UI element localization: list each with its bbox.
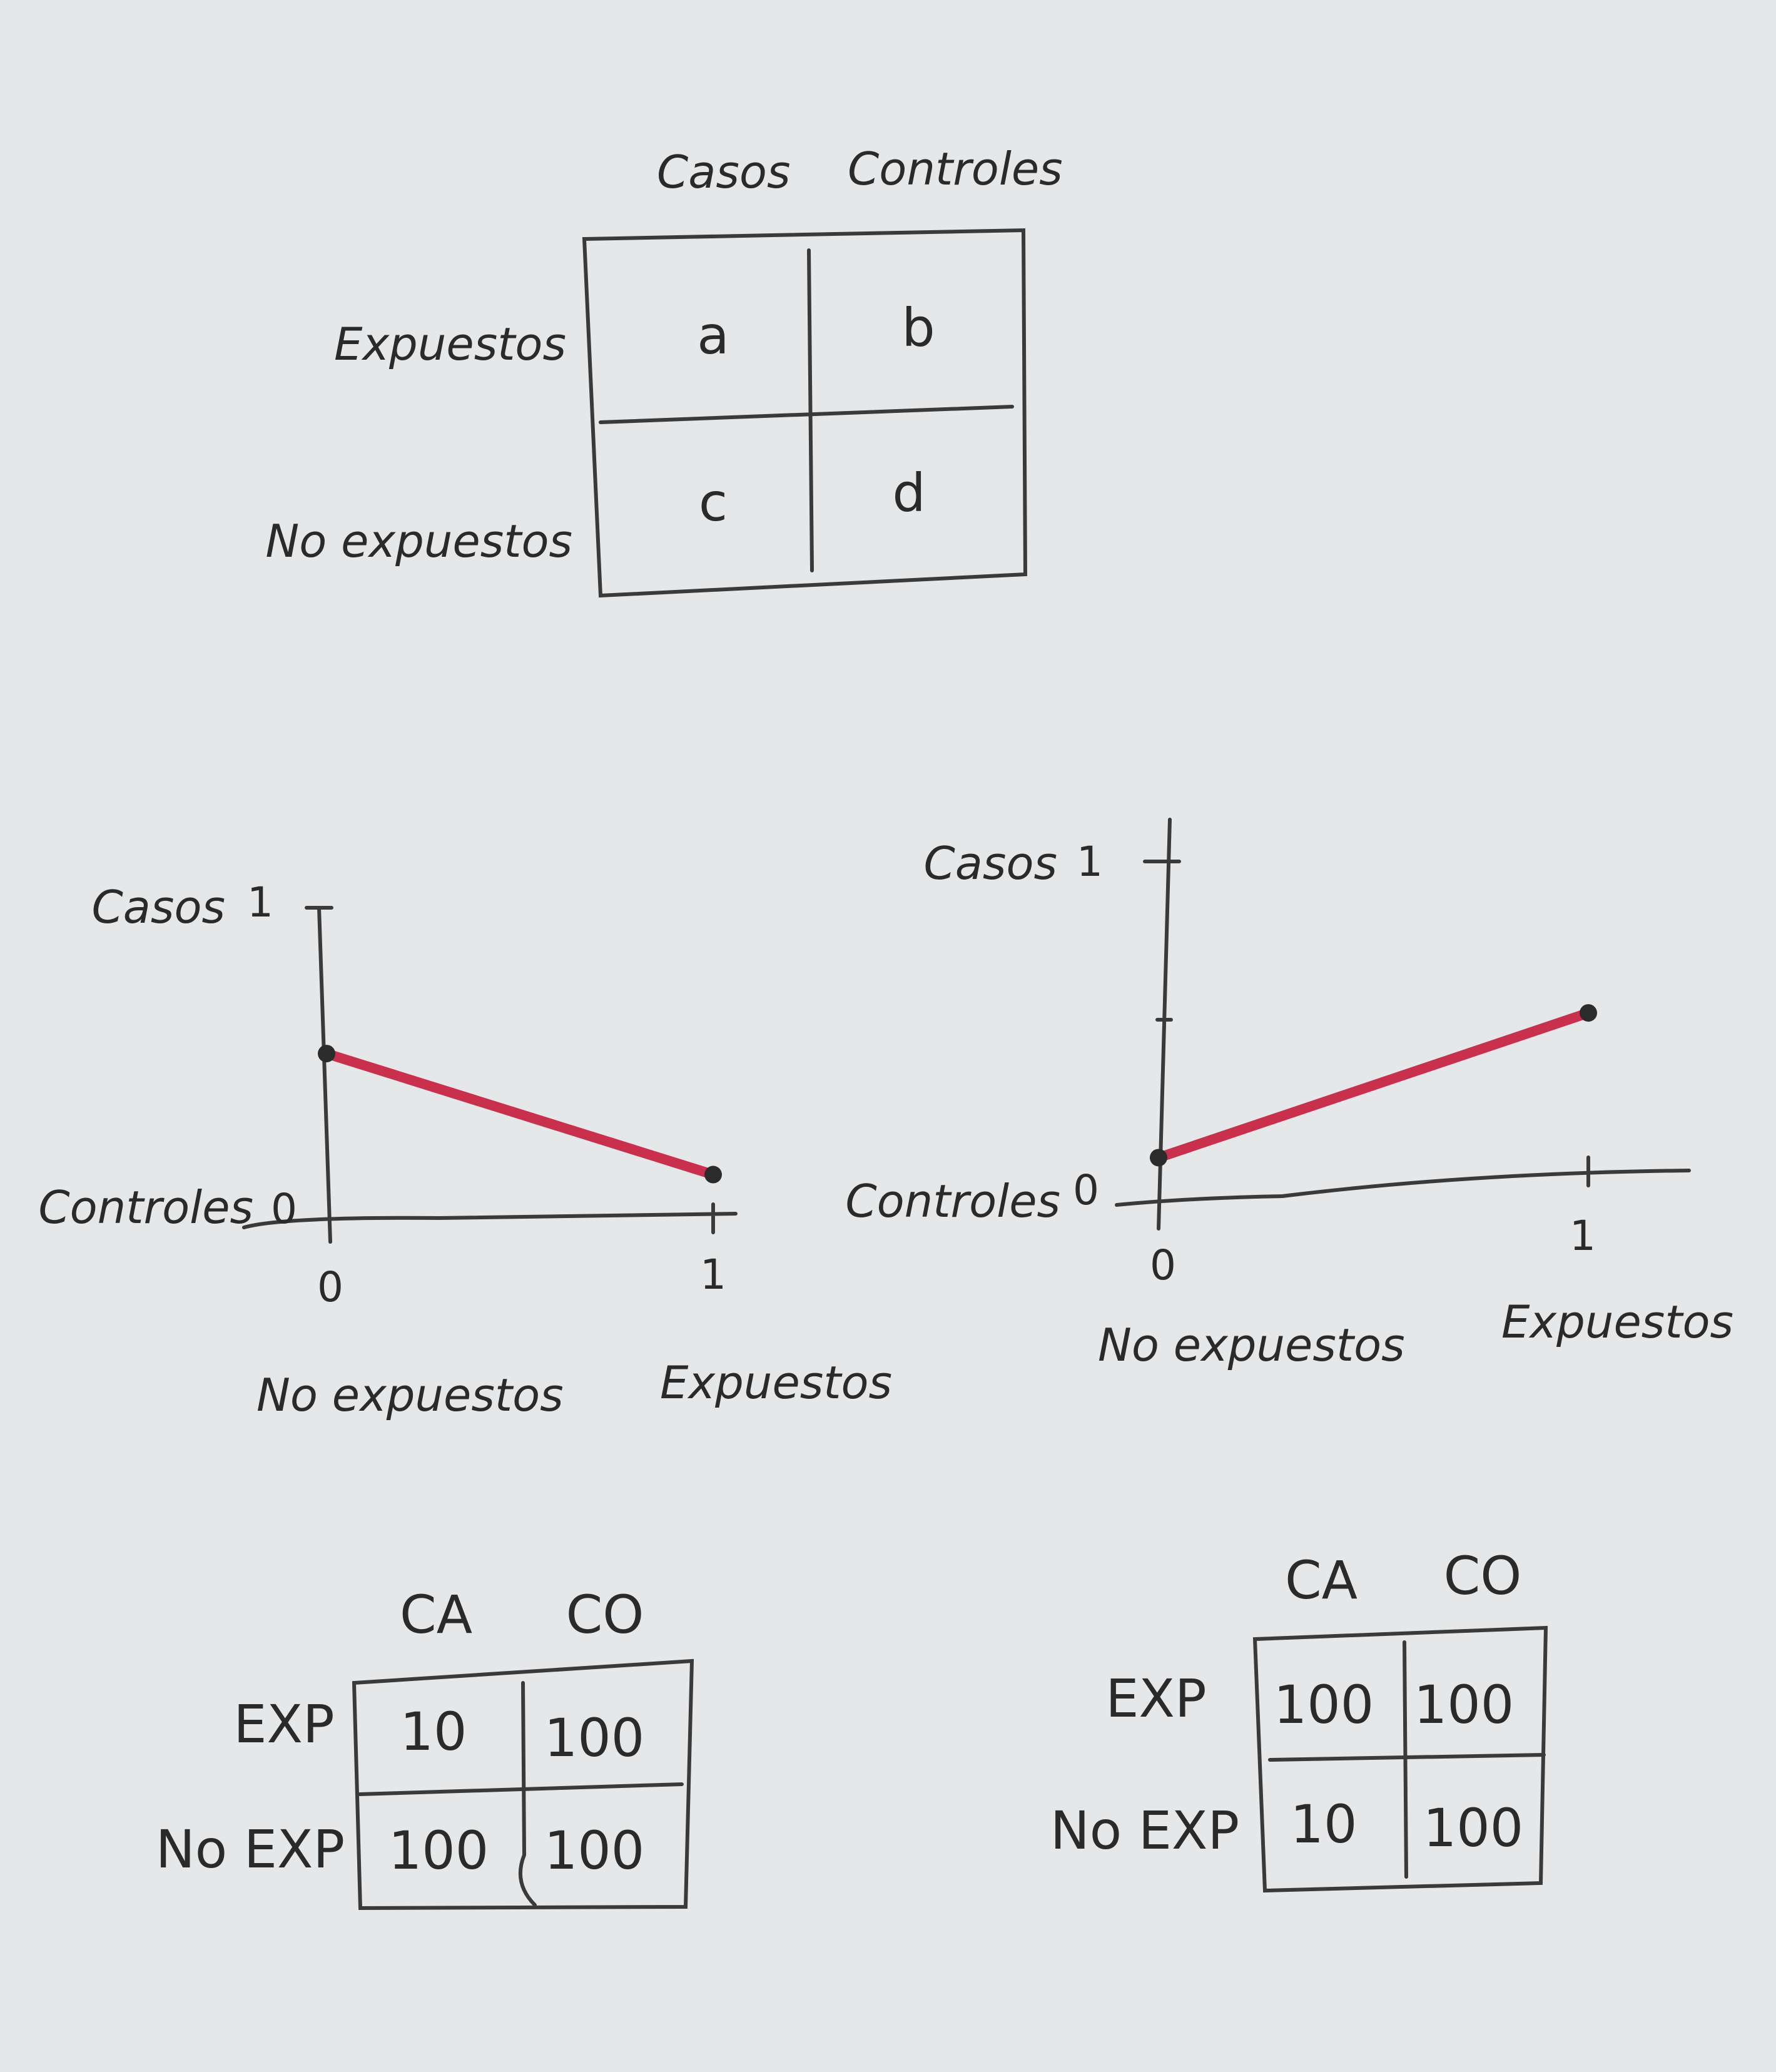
y-axis-label-top: Casos: [92, 881, 225, 933]
table-border: [352, 1658, 694, 1911]
table-border: [582, 228, 1028, 598]
table-cell: 100: [544, 1820, 644, 1881]
y-tick-label: 1: [1077, 838, 1103, 886]
data-line: [322, 1049, 718, 1180]
table-divider-horizontal: [1268, 1753, 1546, 1762]
row-header: No expuestos: [265, 515, 572, 567]
y-axis: [305, 906, 333, 1244]
table-divider-vertical: [518, 1681, 537, 1907]
x-tick-label: 1: [1570, 1212, 1596, 1260]
x-axis: [1115, 1155, 1691, 1207]
table-cell: b: [901, 297, 935, 358]
table-cell: 10: [400, 1701, 467, 1762]
column-header: CO: [1444, 1545, 1522, 1607]
table-cell: a: [697, 305, 729, 366]
column-header: CA: [400, 1584, 472, 1645]
table-divider-vertical: [807, 248, 814, 572]
table-cell: 100: [544, 1707, 644, 1769]
table-divider-vertical: [1403, 1640, 1408, 1879]
table-right: CA CO EXP No EXP 100 100 10 100: [1050, 1545, 1548, 1893]
x-tick-label: 0: [317, 1263, 343, 1311]
table-border: [1252, 1625, 1548, 1893]
data-point: [318, 1045, 335, 1063]
y-tick-label: 0: [1073, 1166, 1099, 1214]
x-category-label: Expuestos: [660, 1356, 892, 1409]
data-point: [1150, 1149, 1167, 1167]
row-header: Expuestos: [334, 318, 566, 370]
chart-left: Casos 1 Controles 0 0 1 No expuestos Exp…: [38, 878, 892, 1421]
row-header: No EXP: [1050, 1800, 1239, 1861]
y-axis-label-top: Casos: [924, 837, 1057, 890]
column-header: Controles: [848, 143, 1063, 195]
data-line: [1154, 1008, 1593, 1163]
table-cell: 100: [1274, 1674, 1374, 1735]
table-divider-horizontal: [599, 405, 1014, 424]
chart-right: Casos 1 Controles 0 0 1 No expuestos Exp…: [845, 818, 1733, 1371]
table-cell: 10: [1291, 1794, 1357, 1855]
column-header: CA: [1285, 1550, 1357, 1611]
x-category-label: No expuestos: [1098, 1319, 1405, 1371]
y-axis-label-bottom: Controles: [38, 1181, 253, 1234]
data-point: [1580, 1004, 1597, 1022]
table-cell: 100: [1414, 1674, 1514, 1735]
row-header: No EXP: [156, 1819, 345, 1880]
x-category-label: Expuestos: [1501, 1296, 1733, 1348]
column-header: Casos: [657, 146, 790, 198]
table-cell: 100: [1423, 1797, 1523, 1859]
contingency-table: Casos Controles Expuestos No expuestos a…: [265, 143, 1063, 598]
row-header: EXP: [233, 1694, 334, 1755]
table-divider-horizontal: [358, 1782, 684, 1796]
row-header: EXP: [1105, 1668, 1206, 1729]
x-tick-label: 1: [700, 1251, 726, 1299]
data-point: [704, 1166, 722, 1184]
table-cell: c: [699, 472, 728, 533]
y-tick-label: 1: [247, 878, 273, 927]
x-category-label: No expuestos: [256, 1369, 564, 1421]
x-tick-label: 0: [1150, 1241, 1176, 1289]
table-cell: 100: [388, 1820, 489, 1881]
column-header: CO: [566, 1584, 644, 1645]
x-axis: [242, 1202, 738, 1234]
table-left: CA CO EXP No EXP 10 100 100 100: [156, 1584, 694, 1911]
y-axis-label-bottom: Controles: [845, 1175, 1060, 1227]
table-cell: d: [892, 462, 925, 524]
y-tick-label: 0: [271, 1185, 297, 1233]
